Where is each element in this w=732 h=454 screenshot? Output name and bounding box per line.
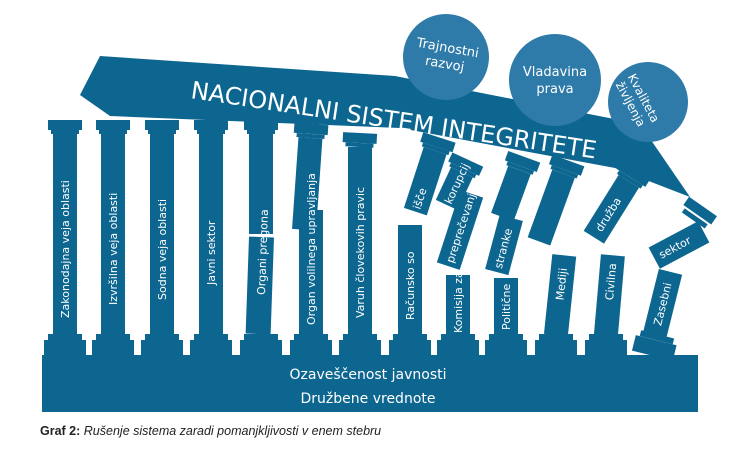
pillar-court-of-audit: Računsko so išče: [389, 132, 456, 356]
pillar-label-part-2: išče: [411, 186, 430, 211]
circle-quality-of-life: Kvaliteta življenja: [608, 62, 688, 142]
pillar-label-part-1: Komisija za: [452, 271, 465, 333]
pillar-law-enforcement: Organi pregona: [240, 120, 282, 356]
pillar-label: Zakonodajna veja oblasti: [59, 180, 72, 318]
pillar-label: Organi pregona: [255, 209, 271, 295]
pillar-label: Izvršilna veja oblasti: [107, 193, 120, 305]
pillar-executive: Izvršilna veja oblasti: [92, 120, 134, 356]
circle-rule-of-law: Vladavina prava: [509, 34, 601, 126]
pillar-civil-society: Civilna družba: [583, 160, 651, 356]
caption-prefix: Graf 2:: [40, 424, 81, 438]
pillar-legislative: Zakonodajna veja oblasti: [44, 120, 86, 356]
pillar-media: Mediji: [527, 154, 585, 356]
caption-text: Rušenje sistema zaradi pomanjkljivosti v…: [83, 424, 382, 438]
pillar-label-part-1: Politične: [500, 284, 513, 330]
pillar-label-part-1: Računsko so: [404, 251, 417, 320]
pillar-political-parties: Politične stranke: [485, 150, 541, 356]
circle-sustainable-development: Trajnostni razvoj: [403, 14, 489, 100]
pillar-label: Sodna veja oblasti: [156, 199, 169, 300]
circle-line-1: Vladavina: [523, 65, 587, 80]
foundation: Ozaveščenost javnosti Družbene vrednote: [42, 355, 698, 412]
foundation-line-1: Ozaveščenost javnosti: [290, 367, 447, 383]
pillar-label: Javni sektor: [205, 220, 218, 286]
circle-line-2: razvoj: [424, 54, 465, 76]
pillar-ombudsman: Varuh človekovih pravic: [339, 132, 381, 356]
pillar-electoral-body: Organ volilnega upravljanja: [290, 122, 332, 356]
pillar-judiciary: Sodna veja oblasti: [141, 120, 183, 356]
pillar-label-part-1: Civilna: [603, 263, 619, 301]
pillar-public-sector: Javni sektor: [190, 120, 232, 356]
figure-caption: Graf 2: Rušenje sistema zaradi pomanjklj…: [40, 424, 381, 438]
foundation-line-2: Družbene vrednote: [301, 391, 436, 407]
pillar-private-sector: Zasebni sektor: [631, 196, 717, 361]
pillar-label: Organ volilnega upravljanja: [305, 173, 318, 325]
pillar-label: Varuh človekovih pravic: [354, 187, 367, 318]
pillar-label: Mediji: [554, 267, 570, 301]
circle-line-2: prava: [536, 82, 573, 97]
pillar-anti-corruption-commission: Komisija za preprečevanje korupcij: [435, 152, 484, 356]
